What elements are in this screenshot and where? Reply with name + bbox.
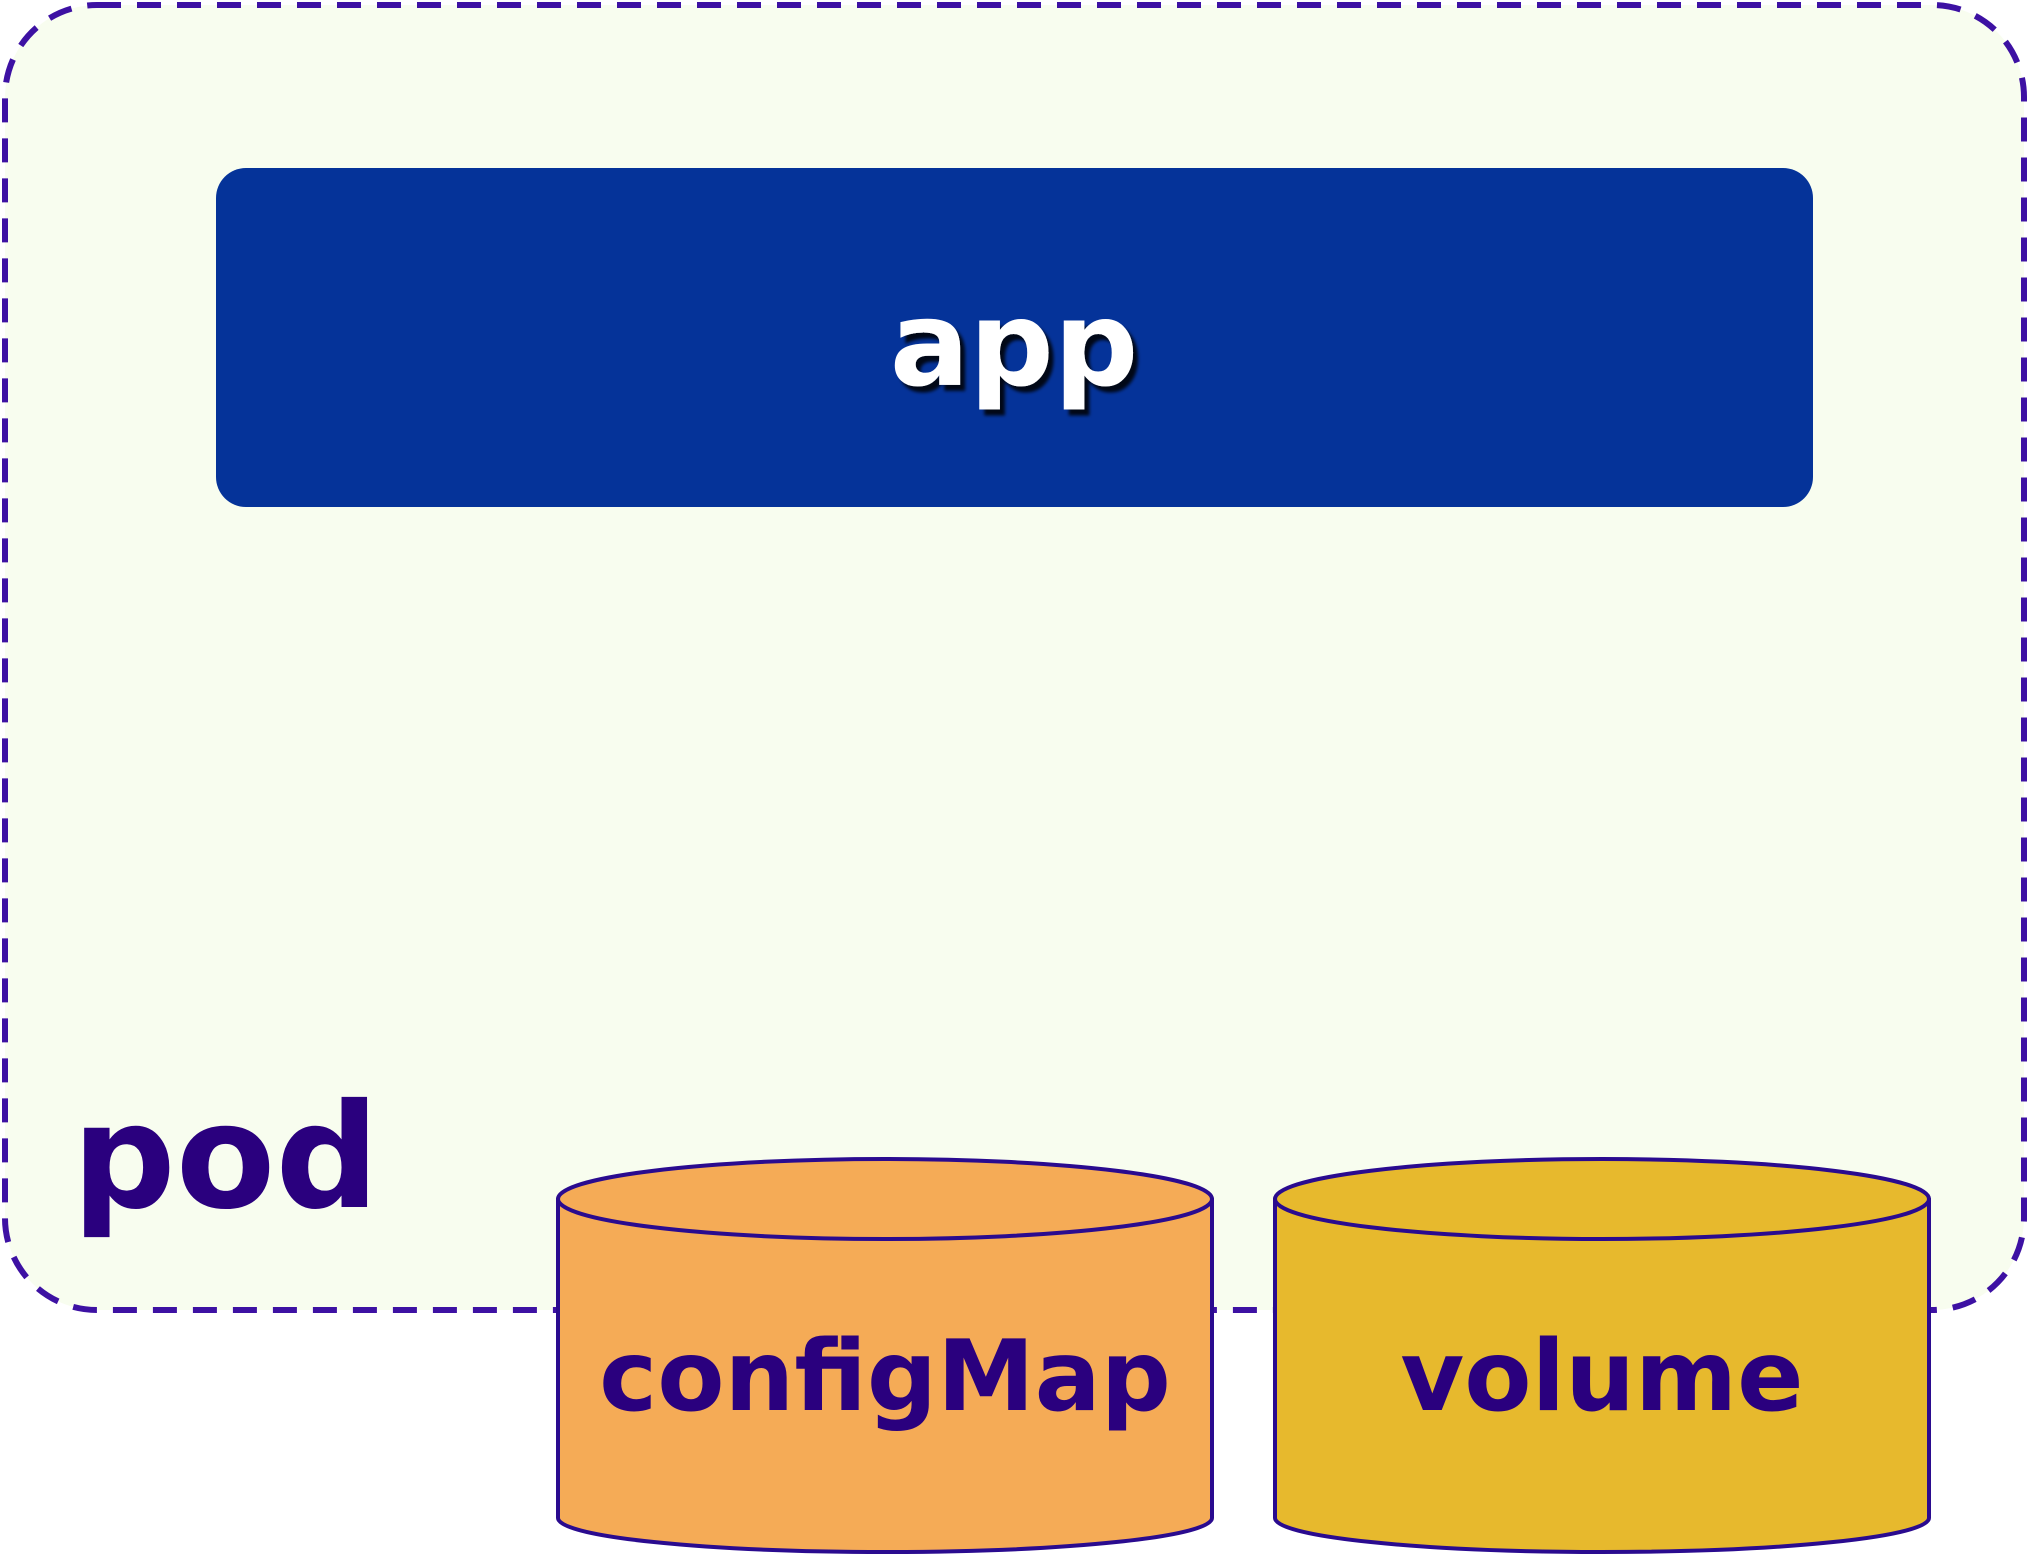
config-map-label: configMap [599, 1320, 1171, 1434]
volume-cylinder-body [1273, 1197, 1931, 1554]
config-map-cylinder-body [556, 1197, 1214, 1554]
config-map-cylinder-top [556, 1157, 1214, 1241]
app-container: app [216, 168, 1813, 507]
app-box [216, 168, 1813, 507]
volume-cylinder-top [1273, 1157, 1931, 1241]
volume-label: volume [1400, 1320, 1803, 1434]
volume-cylinder: volume [1273, 1157, 1931, 1554]
pod-label: pod [72, 1073, 379, 1242]
config-map-cylinder: configMap [556, 1157, 1214, 1554]
app-label: app [890, 275, 1139, 413]
